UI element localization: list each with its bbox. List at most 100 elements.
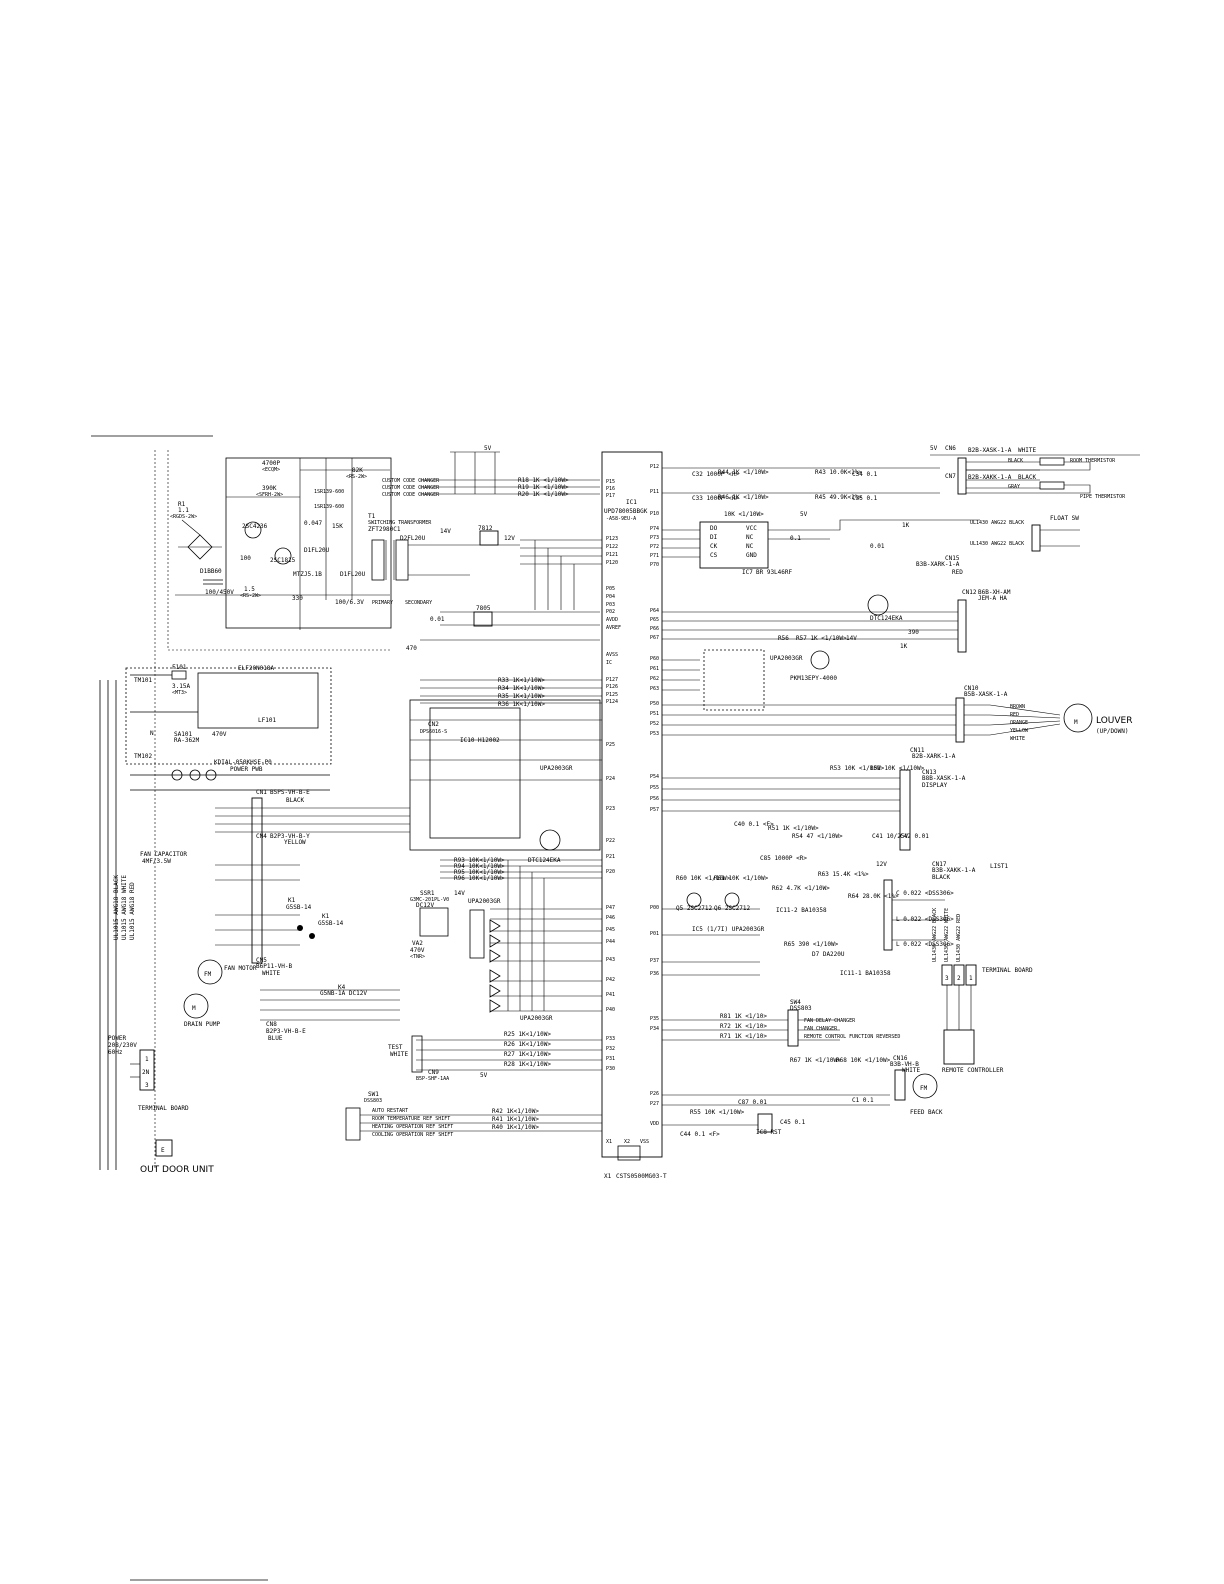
c36-label: 0.1: [790, 535, 801, 542]
feedback-label: FEED BACK: [910, 1109, 943, 1116]
sw1-ref: SW1: [368, 1091, 379, 1098]
r93: R93 10K<1/10W>: [454, 857, 505, 864]
d10-label: 1SR139-600: [314, 504, 344, 510]
r5-pkg: <RS-2W>: [346, 474, 367, 480]
svg-text:P27: P27: [650, 1101, 659, 1107]
wire-vertical-2: UL1015 AWG18 WHITE: [121, 875, 128, 940]
neutral-n: N: [150, 730, 154, 737]
drain-pump-symbol: M: [192, 1005, 196, 1012]
t1-part: ZFT2980C1: [368, 526, 401, 533]
r56-label: R56: [778, 635, 789, 642]
svg-text:P22: P22: [606, 838, 615, 844]
cn9-ref: CN9: [428, 1069, 439, 1076]
cn16-ref: CN16: [893, 1055, 908, 1062]
cn6-part: B2B-XASK-1-A: [968, 447, 1012, 454]
svg-text:P66: P66: [650, 626, 659, 632]
r64-label: R64 28.0K <1%>: [848, 893, 899, 900]
ic7-part: BR 93L46RF: [756, 569, 793, 576]
cn11-part: B2B-XARK-1-A: [912, 753, 956, 760]
svg-text:P05: P05: [606, 586, 615, 592]
ic7-pin-do: DO: [710, 525, 718, 532]
svg-text:P125: P125: [606, 692, 618, 698]
cn17-ref: CN17: [932, 861, 947, 868]
relay-contact-1: [297, 925, 303, 931]
svg-text:P47: P47: [606, 905, 615, 911]
sw1-item-3: HEATING OPERATION REF SHIFT: [372, 1124, 453, 1130]
k4-part: G5NB-1A DC12V: [320, 990, 367, 997]
pipe-thermistor: PIPE THERMISTOR: [1080, 494, 1126, 500]
crystal-body: [617, 1145, 641, 1161]
ic7-ref: IC7: [742, 569, 753, 576]
filter-ref: LF101: [258, 717, 276, 724]
ic2-label: 7812: [478, 525, 493, 532]
cn17-label: LIST1: [990, 863, 1008, 870]
sw4-part: DSS803: [790, 1005, 812, 1012]
r52: R52 10K <1/10W>: [870, 765, 925, 772]
svg-text:P70: P70: [650, 562, 659, 568]
sw1-item-4: COOLING OPERATION REF SHIFT: [372, 1132, 453, 1138]
svg-text:P121: P121: [606, 552, 618, 558]
tb-right-2: 2: [957, 975, 961, 982]
sw1-item-2: ROOM TEMPERATURE REF SHIFT: [372, 1116, 450, 1122]
d2-label: D1FL20U: [304, 547, 330, 554]
svg-text:P74: P74: [650, 526, 659, 532]
t1-desc: SWITCHING TRANSFORMER: [368, 520, 432, 526]
r47-label: 390: [908, 629, 919, 636]
c85: C85 1000P <R>: [760, 855, 807, 862]
svg-text:P55: P55: [650, 785, 659, 791]
svg-text:VDD: VDD: [650, 1121, 659, 1127]
rail-12v: 12V: [504, 535, 515, 542]
ground-symbol: E: [161, 1147, 165, 1154]
q2-label: 2SC1815: [270, 557, 296, 564]
q6-label: Q6 2SC2712: [714, 905, 751, 912]
cn1-ref: CN1: [256, 789, 267, 796]
cn12-label: JEM-A HA: [978, 595, 1007, 602]
louver-motor-m: M: [1074, 719, 1078, 726]
power-supply-block: [154, 450, 600, 1170]
cn11-ref: CN11: [910, 747, 925, 754]
d6-label: D2FL20U: [400, 535, 426, 542]
right-wires: [662, 454, 1140, 1133]
wire-vertical-1: UL1015 AWG18 BLACK: [113, 875, 120, 940]
d4-label: D1FL20U: [340, 571, 366, 578]
r62-label: R62 4.7K <1/10W>: [772, 885, 830, 892]
r61-label: R61 10K <1/10W>: [714, 875, 769, 882]
drain-pump-label: DRAIN PUMP: [184, 1021, 221, 1028]
float-sw-label: FLOAT SW: [1050, 515, 1079, 522]
r51: R51 1K <1/10W>: [768, 825, 819, 832]
svg-text:AVSS: AVSS: [606, 652, 618, 658]
cn8-part: B2P3-VH-B-E: [266, 1028, 306, 1035]
va2-value: 470V: [410, 947, 425, 954]
c34: C34 0.1: [852, 471, 878, 478]
svg-text:VSS: VSS: [640, 1139, 649, 1145]
t1-primary: PRIMARY: [372, 600, 393, 606]
t1-ref: T1: [368, 513, 376, 520]
svg-text:P04: P04: [606, 594, 615, 600]
svg-text:P02: P02: [606, 609, 615, 615]
sw4-item-3: REMOTE CONTROL FUNCTION REVERSED: [804, 1034, 900, 1040]
cn10-part: B5B-XASK-1-A: [964, 691, 1008, 698]
r2-pkg: <RS-2W>: [240, 593, 261, 599]
r65-label: R65 390 <1/10W>: [784, 941, 839, 948]
q3-label: DTC124EKA: [528, 857, 561, 864]
r72: R72 1K <1/10>: [720, 1023, 767, 1030]
svg-text:P122: P122: [606, 544, 618, 550]
c1: C1 0.1: [852, 1097, 874, 1104]
sw4-ref: SW4: [790, 999, 801, 1006]
cn8-ref: CN8: [266, 1021, 277, 1028]
sw1-part: DSS803: [364, 1098, 382, 1104]
t1-secondary: SECONDARY: [405, 600, 432, 606]
cn8-color: BLUE: [268, 1035, 283, 1042]
power-rating: 208/230V: [108, 1042, 137, 1049]
svg-text:P25: P25: [606, 742, 615, 748]
cn13-label: DISPLAY: [922, 782, 948, 789]
crystal-label: X1: [604, 1173, 612, 1180]
r36: R36 1K<1/10W>: [498, 701, 545, 708]
rail-5v-bottom: 5V: [480, 1072, 488, 1079]
sw1-item-1: AUTO RESTART: [372, 1108, 408, 1114]
va101-ref: 470V: [212, 731, 227, 738]
r54: R54 47 <1/10W>: [792, 833, 843, 840]
cn1-part: B5PS-VH-B-E: [270, 789, 310, 796]
q1-label: 2SC4236: [242, 523, 268, 530]
remote-label: REMOTE CONTROLLER: [942, 1067, 1004, 1074]
